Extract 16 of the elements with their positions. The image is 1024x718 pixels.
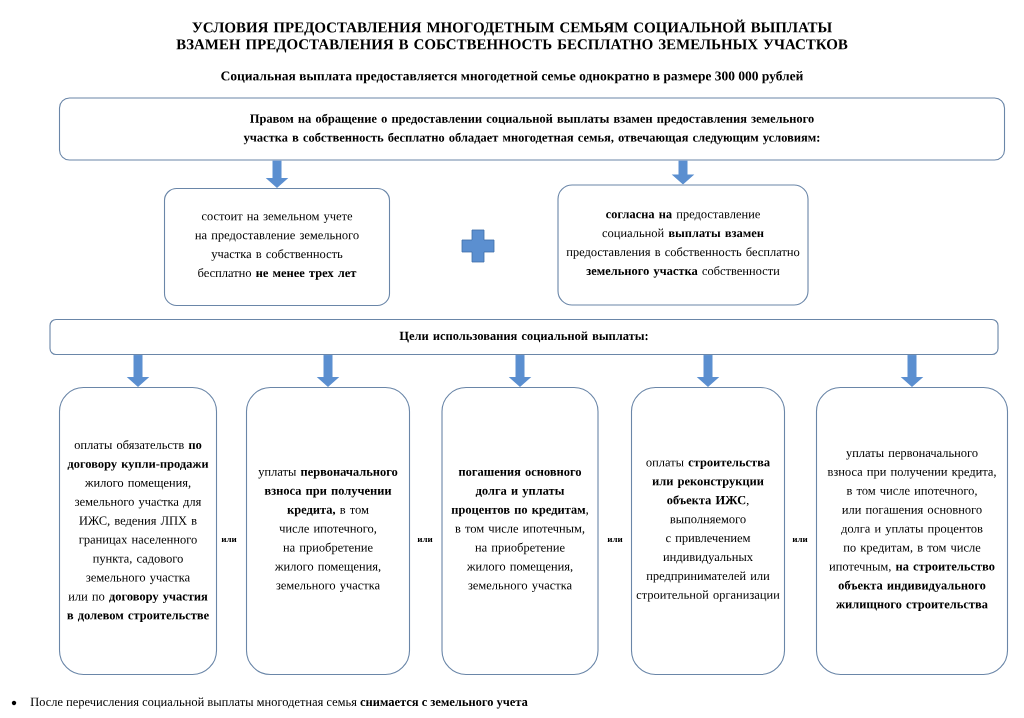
- goal-box: уплаты первоначального взноса при получении кредита, в том числе ипотечного, на приобретение жилого помещения, земельного участка: [245, 386, 411, 676]
- connector-word: или: [607, 537, 623, 543]
- goal-box: оплаты строительства или реконструкции объекта ИЖС, выполняемого с привлечением индивидуальных предпринимателей или строительной организации: [630, 386, 786, 676]
- bullet-note: После перечисления социальной выплаты многодетная семья снимается с земельного учета: [11, 697, 528, 709]
- connector-word: или: [221, 537, 237, 543]
- header-band: Цели использования социальной выплаты:: [49, 318, 999, 356]
- title: УСЛОВИЯ ПРЕДОСТАВЛЕНИЯ МНОГОДЕТНЫМ СЕМЬЯМ СОЦИАЛЬНОЙ ВЫПЛАТЫ ВЗАМЕН ПРЕДОСТАВЛЕНИЯ В СОБСТВЕННОСТЬ БЕСПЛАТНО ЗЕМЕЛЬНЫХ УЧАСТКОВ: [176, 19, 848, 53]
- goal-box: погашения основного долга и уплаты процентов по кредитам, в том числе ипотечным, на приобретение жилого помещения, земельного участка: [441, 386, 599, 676]
- goal-box: оплаты обязательств по договору купли-продажи жилого помещения, земельного участка для ИЖС, ведения ЛПХ в границах населенного пункта, садового земельного участка или по договору участия в долевом строительстве: [58, 386, 218, 676]
- connector-word: или: [417, 537, 433, 543]
- goal-box: уплаты первоначального взноса при получении кредита, в том числе ипотечного, или погашения основного долга и уплаты процентов по кредитам, в том числе ипотечным, на строительство объекта индивидуального жилищного строительства: [815, 386, 1009, 676]
- header-box: Правом на обращение о предоставлении социальной выплаты взамен предоставления земельного участка в собственность бесплатно обладает многодетная семья, отвечающая следующим условиям:: [58, 97, 1006, 161]
- condition-box: состоит на земельном учете на предоставление земельного участка в собственность бесплатно не менее трех лет: [163, 187, 391, 307]
- subtitle: Социальная выплата предоставляется многодетной семье однократно в размере 300 000 рублей: [221, 70, 803, 84]
- condition-box: согласна на предоставление социальной выплаты взамен предоставления в собственность бесплатно земельного участка собственности: [557, 184, 809, 306]
- connector-word: или: [792, 537, 808, 543]
